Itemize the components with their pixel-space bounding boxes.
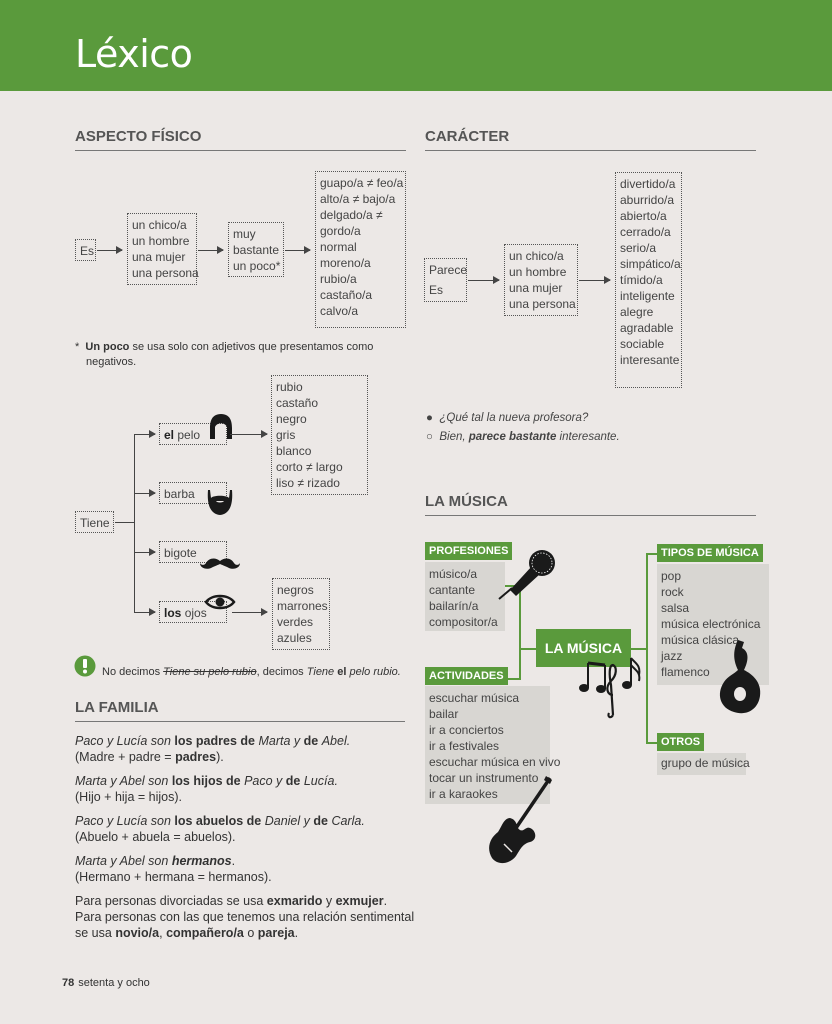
connector — [519, 585, 521, 680]
eye-icon — [204, 594, 236, 610]
familia-line: Para personas con las que tenemos una re… — [75, 910, 415, 924]
connector — [134, 434, 135, 612]
warning-note: No decimos Tiene su pelo rubio, decimos … — [102, 666, 401, 678]
otros-tag: OTROS — [657, 733, 705, 751]
music-notes-icon — [579, 657, 641, 719]
arrow — [134, 430, 156, 438]
familia-line: se usa novio/a, compañero/a o pareja. — [75, 926, 299, 940]
familia-line: Para personas divorciadas se usa exmarid… — [75, 894, 388, 908]
arrow — [468, 276, 500, 284]
familia-line: (Abuelo + abuela = abuelos). — [75, 830, 236, 844]
connector — [646, 553, 658, 555]
familia-line: (Hermano + hermana = hermanos). — [75, 870, 272, 884]
familia-line: Paco y Lucía son los padres de Marta y d… — [75, 734, 351, 748]
familia-line: Marta y Abel son los hijos de Paco y de … — [75, 774, 338, 788]
ojos-box: los ojos — [159, 601, 227, 623]
familia-line: (Madre + padre = padres). — [75, 750, 224, 764]
actividades-tag: ACTIVIDADES — [425, 667, 508, 685]
arrow — [97, 246, 123, 254]
arrow — [232, 608, 268, 616]
es-box: Es — [75, 239, 96, 261]
example-question: ● ¿Qué tal la nueva profesora? — [426, 412, 589, 424]
section-heading-familia: LA FAMILIA — [75, 699, 405, 722]
tiene-box: Tiene — [75, 511, 114, 533]
connector — [500, 678, 521, 680]
barba-box: barba — [159, 482, 227, 504]
arrow — [230, 430, 268, 438]
connector — [505, 585, 521, 587]
connector — [631, 648, 647, 650]
exclamation-icon — [74, 655, 96, 677]
hair-icon — [210, 414, 232, 439]
section-heading-musica: LA MÚSICA — [425, 493, 756, 516]
pelo-box: el pelo — [159, 423, 227, 445]
arrow — [134, 548, 156, 556]
familia-line: Paco y Lucía son los abuelos de Daniel y… — [75, 814, 365, 828]
mustache-icon — [200, 558, 240, 569]
profesiones-tag: PROFESIONES — [425, 542, 513, 560]
arrow — [285, 246, 311, 254]
otros-box: grupo de música — [657, 753, 750, 775]
musica-center-box: LA MÚSICA — [536, 629, 631, 667]
example-answer: ○ Bien, parece bastante interesante. — [426, 431, 620, 443]
section-heading-aspecto: ASPECTO FÍSICO — [75, 128, 406, 151]
arrow — [134, 608, 156, 616]
familia-line: (Hijo + hija = hijos). — [75, 790, 182, 804]
connector — [646, 553, 648, 743]
beard-icon — [207, 490, 233, 515]
connector — [646, 742, 658, 744]
section-heading-caracter: CARÁCTER — [425, 128, 756, 151]
arrow — [198, 246, 224, 254]
arrow — [579, 276, 611, 284]
page-title: Léxico — [75, 32, 193, 76]
tipos-tag: TIPOS DE MÚSICA — [657, 544, 763, 562]
saxophone-icon — [719, 640, 761, 714]
header-bar: Léxico — [0, 0, 832, 91]
connector — [115, 522, 134, 523]
footnote: * Un poco se usa solo con adjetivos que … — [75, 341, 374, 368]
guitar-icon — [489, 776, 552, 864]
familia-line: Marta y Abel son hermanos. — [75, 854, 236, 868]
microphone-icon — [498, 550, 555, 600]
bigote-box: bigote — [159, 541, 227, 563]
connector — [520, 648, 536, 650]
arrow — [134, 489, 156, 497]
